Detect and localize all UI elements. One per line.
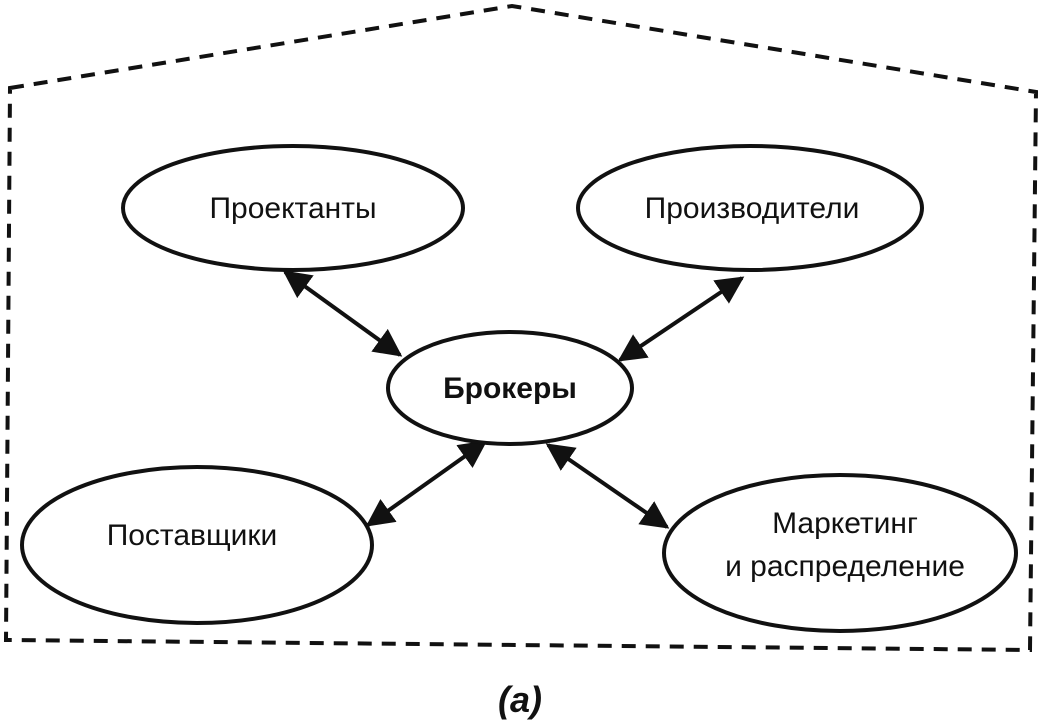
node-manufacturers: Производители: [576, 144, 924, 272]
node-designers-label: Проектанты: [209, 192, 376, 225]
node-marketing-shape: [662, 473, 1018, 633]
node-suppliers-shape: [20, 465, 374, 625]
node-manufacturers-label: Производители: [645, 192, 860, 225]
node-designers: Проектанты: [121, 144, 465, 272]
node-marketing-label-line1: Маркетинг: [772, 507, 918, 540]
arrow-brokers-designers: [282, 270, 403, 357]
node-brokers-label: Брокеры: [443, 372, 577, 405]
node-suppliers-label: Поставщики: [107, 519, 278, 552]
node-brokers-shape: [386, 330, 634, 446]
node-designers-shape: [121, 144, 465, 272]
node-marketing: Маркетинг и распределение: [662, 473, 1018, 633]
node-suppliers: Поставщики: [20, 465, 374, 625]
arrow-brokers-manufacturers: [617, 276, 745, 362]
boundary-outline: [3, 3, 1039, 653]
arrow-brokers-suppliers: [365, 440, 488, 527]
node-brokers: Брокеры: [386, 330, 634, 446]
figure-caption: (a): [498, 679, 542, 720]
node-marketing-label-line2: и распределение: [725, 550, 965, 583]
arrow-brokers-marketing: [545, 443, 670, 529]
node-manufacturers-shape: [576, 144, 924, 272]
